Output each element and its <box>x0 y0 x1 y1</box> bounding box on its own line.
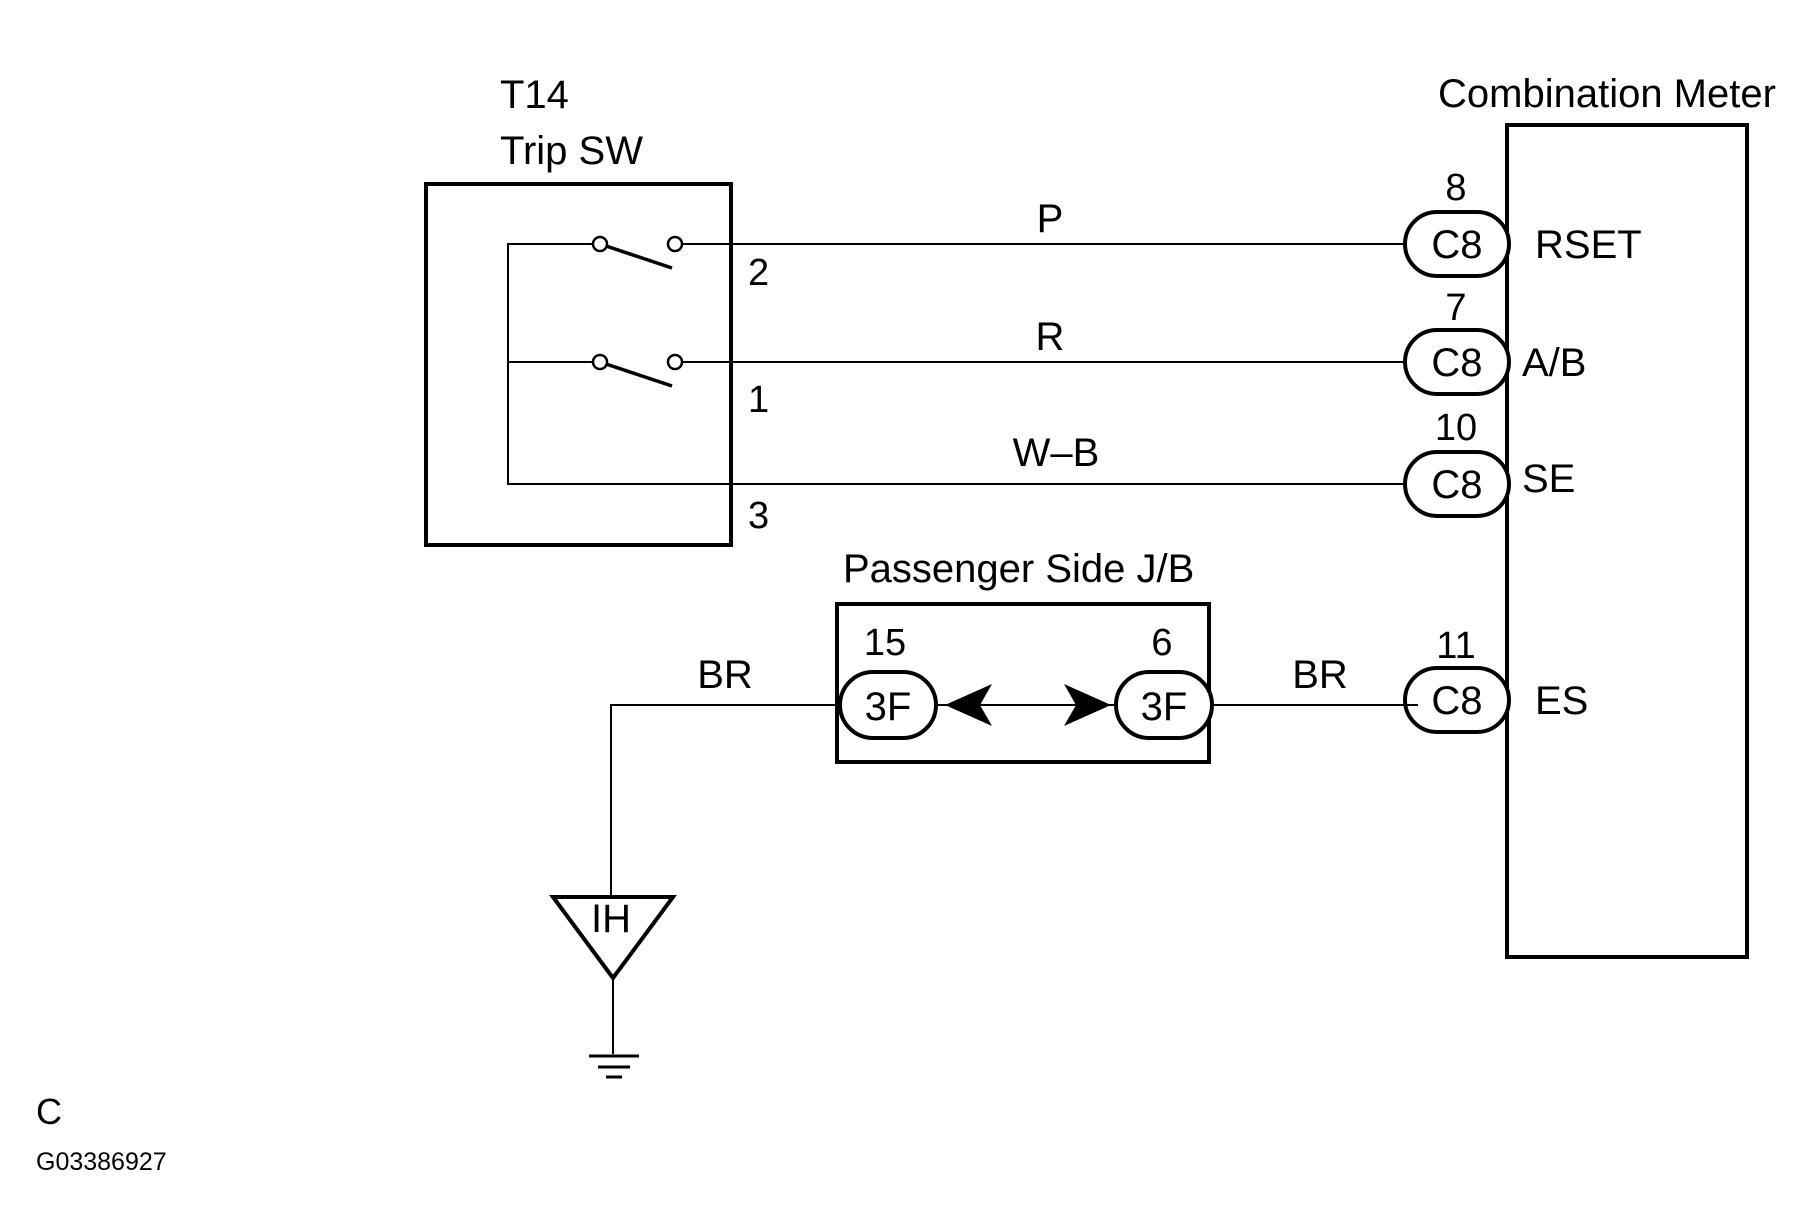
meter-terminal-es: 11 C8 ES <box>1403 625 1588 734</box>
meter-terminal-ab: 7 C8 A/B <box>1403 287 1586 396</box>
connector-3f-left-label: 3F <box>865 685 912 729</box>
jb-pin-15: 15 <box>864 622 906 664</box>
trip-switch-contact-upper <box>591 235 684 270</box>
meter-signal-ab: A/B <box>1522 341 1586 385</box>
meter-pin-8: 8 <box>1445 167 1466 209</box>
connector-c8-es-label: C8 <box>1431 679 1482 723</box>
ground-point: IH <box>549 895 677 1079</box>
wire-rset-color: P <box>1037 197 1064 241</box>
junction-block-name: Passenger Side J/B <box>843 547 1194 591</box>
wire-ground-left <box>610 704 840 895</box>
wire-ground-right-color: BR <box>1292 653 1348 697</box>
connector-c8-rset-label: C8 <box>1431 223 1482 267</box>
trip-switch: T14 Trip SW 2 1 3 <box>424 73 769 547</box>
connector-c8-es <box>1403 666 1511 734</box>
wire-se-color: W–B <box>1013 431 1100 475</box>
trip-switch-contact-lower <box>591 353 684 388</box>
trip-switch-pin-1: 1 <box>748 379 769 421</box>
meter-signal-es: ES <box>1535 679 1588 723</box>
ground-point-triangle <box>549 895 677 982</box>
connector-c8-rset <box>1403 210 1511 278</box>
connector-c8-ab <box>1403 328 1511 396</box>
meter-signal-rset: RSET <box>1535 223 1642 267</box>
ground-symbol-icon <box>589 1054 639 1079</box>
wire-ground-left-color: BR <box>697 653 753 697</box>
connector-3f-right-label: 3F <box>1141 685 1188 729</box>
trip-switch-common-rail <box>507 243 731 485</box>
trip-switch-pin-3: 3 <box>748 495 769 537</box>
trip-switch-code: T14 <box>500 73 569 117</box>
junction-block-box <box>835 602 1211 764</box>
combination-meter-box <box>1505 123 1749 959</box>
junction-block: Passenger Side J/B 15 6 3F 3F <box>835 547 1214 764</box>
trip-switch-pin-2: 2 <box>748 252 769 294</box>
connector-c8-ab-label: C8 <box>1431 341 1482 385</box>
footer-note: C <box>36 1091 62 1132</box>
jb-chevron-right-icon <box>1064 684 1111 726</box>
jb-chevron-left-icon <box>945 684 992 726</box>
meter-signal-se: SE <box>1522 457 1575 501</box>
connector-c8-se <box>1403 450 1511 518</box>
ground-point-label: IH <box>591 897 631 941</box>
trip-switch-name: Trip SW <box>500 129 643 173</box>
meter-pin-7: 7 <box>1445 287 1466 329</box>
combination-meter-name: Combination Meter <box>1438 72 1776 116</box>
connector-c8-se-label: C8 <box>1431 463 1482 507</box>
wire-ab-color: R <box>1036 315 1065 359</box>
meter-pin-10: 10 <box>1435 407 1477 449</box>
jb-pin-6: 6 <box>1151 622 1172 664</box>
footer-code: G03386927 <box>36 1148 167 1176</box>
meter-terminal-se: 10 C8 SE <box>1403 407 1575 518</box>
combination-meter: Combination Meter 8 C8 RSET 7 C8 A/B 10 … <box>1403 72 1776 959</box>
meter-terminal-rset: 8 C8 RSET <box>1403 167 1642 278</box>
trip-switch-box <box>424 182 733 547</box>
meter-pin-11: 11 <box>1436 625 1475 667</box>
